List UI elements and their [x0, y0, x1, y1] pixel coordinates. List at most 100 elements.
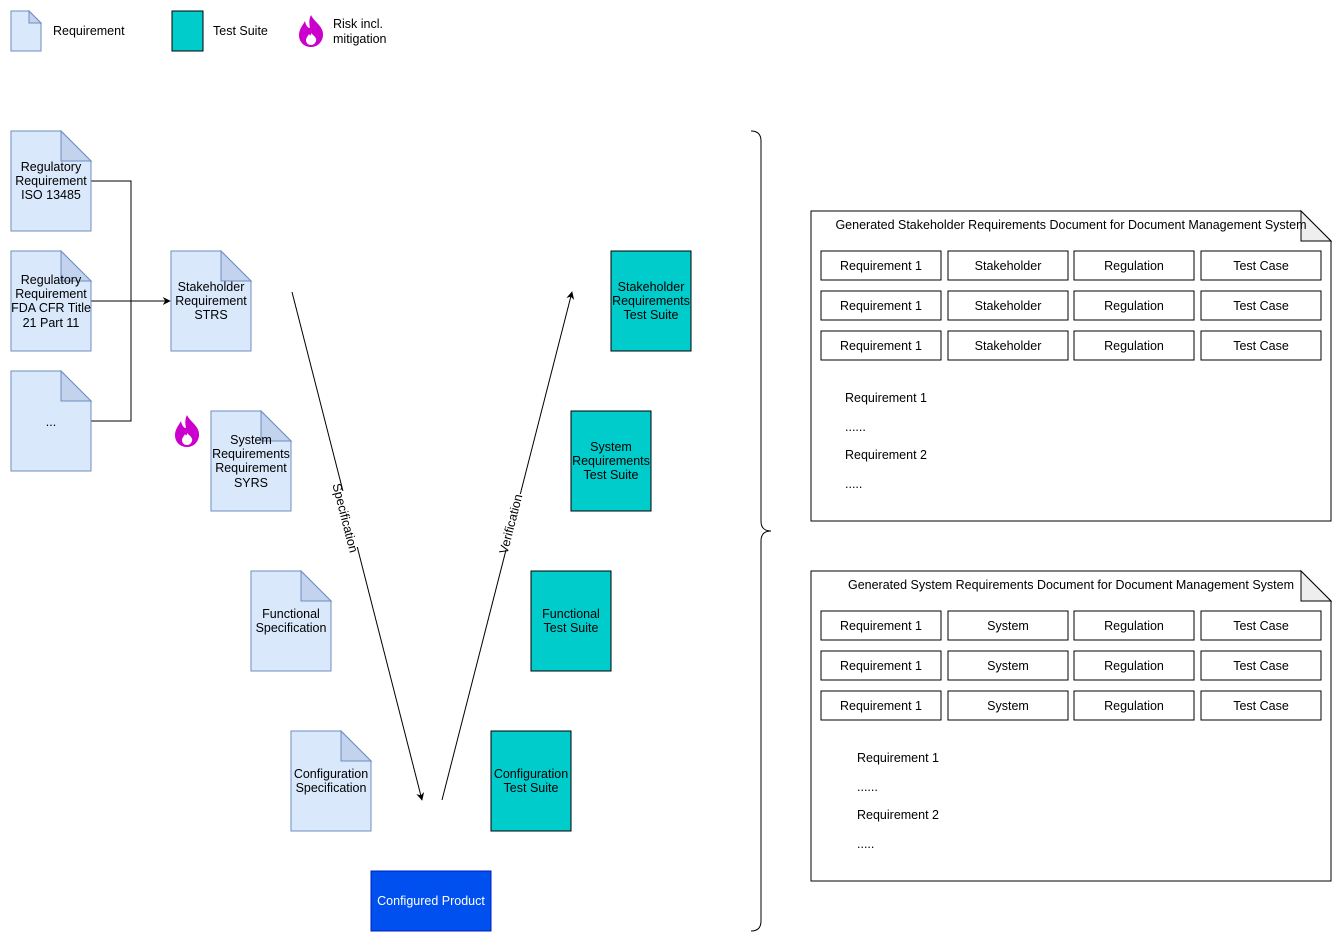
table-cell-text: Regulation: [1104, 339, 1164, 353]
input-connectors: [91, 180, 171, 422]
spec-label-line: Requirement: [215, 461, 287, 475]
table-cell-text: Requirement 1: [840, 619, 922, 633]
test-suite-label-line: Configuration: [494, 767, 568, 781]
table-cell: [820, 610, 942, 641]
table-cell-text: Regulation: [1104, 619, 1164, 633]
legend-test-suite: Test Suite: [171, 10, 268, 52]
table-cell: [820, 330, 942, 361]
input-requirement-iso-13485: Regulatory Requirement ISO 13485: [10, 129, 93, 232]
test-suite-label-line: Test Suite: [624, 308, 679, 322]
curly-brace: [750, 130, 772, 932]
table-cell: [1200, 610, 1322, 641]
input-label-line: ISO 13485: [21, 188, 81, 202]
table-cell-text: Test Case: [1233, 659, 1289, 673]
input-label-line: Requirement: [15, 287, 87, 301]
table-cell: [820, 250, 942, 281]
table-cell: [1073, 250, 1195, 281]
legend-test-suite-label: Test Suite: [213, 24, 268, 38]
table-cell: [820, 290, 942, 321]
table-cell: [1200, 290, 1322, 321]
table-cell-text: Test Case: [1233, 299, 1289, 313]
input-label-line: Regulatory: [21, 273, 82, 287]
table-cell-text: Test Case: [1233, 339, 1289, 353]
input-requirement-more: ...: [10, 369, 93, 472]
document-title: Generated System Requirements Document f…: [848, 578, 1294, 592]
spec-label-line: SYRS: [234, 476, 268, 490]
configured-product: Configured Product: [370, 870, 492, 932]
table-cell-text: Stakeholder: [975, 259, 1042, 273]
table-cell: [947, 250, 1069, 281]
test-suite-label-line: Test Suite: [544, 621, 599, 635]
test-suite-label-line: Functional: [542, 607, 600, 621]
table-cell: [947, 330, 1069, 361]
document-note: Requirement 1: [857, 751, 939, 765]
table-cell-text: Test Case: [1233, 699, 1289, 713]
table-cell-text: System: [987, 659, 1029, 673]
table-cell-text: Regulation: [1104, 259, 1164, 273]
table-cell: [947, 610, 1069, 641]
flame-icon: [299, 15, 324, 47]
table-cell: [947, 690, 1069, 721]
test-suite-label-line: Stakeholder: [618, 280, 685, 294]
legend: Requirement Test Suite Risk incl. mitiga…: [10, 9, 387, 52]
table-cell-text: Regulation: [1104, 699, 1164, 713]
table-cell: [1200, 330, 1322, 361]
risk-flame-icon: [175, 415, 200, 447]
legend-requirement-icon: [10, 10, 42, 52]
test-suite-label-line: Requirements: [612, 294, 690, 308]
spec-system-requirements: System Requirements Requirement SYRS: [210, 409, 293, 512]
test-suite-label-line: Test Suite: [504, 781, 559, 795]
legend-requirement-fold: [28, 9, 43, 24]
table-cell: [1200, 650, 1322, 681]
table-cell-text: Test Case: [1233, 259, 1289, 273]
spec-label-line: Stakeholder: [178, 280, 245, 294]
input-label-line: ...: [46, 415, 56, 429]
table-cell: [1200, 250, 1322, 281]
table-cell-text: Test Case: [1233, 619, 1289, 633]
input-requirement-fda-cfr: Regulatory Requirement FDA CFR Title 21 …: [10, 249, 93, 352]
spec-label-line: Specification: [296, 781, 367, 795]
spec-configuration-specification: Configuration Specification: [290, 729, 373, 832]
input-label-line: Regulatory: [21, 160, 82, 174]
table-cell: [1073, 290, 1195, 321]
table-cell-text: System: [987, 699, 1029, 713]
test-suite-system: System Requirements Test Suite: [570, 410, 652, 512]
spec-label-line: Configuration: [294, 767, 368, 781]
input-requirements: Regulatory Requirement ISO 13485 Regulat…: [10, 129, 93, 472]
input-label-line: FDA CFR Title: [11, 301, 91, 315]
legend-test-suite-icon: [171, 10, 204, 52]
legend-requirement-label: Requirement: [53, 24, 125, 38]
spec-label-line: Requirements: [212, 447, 290, 461]
table-cell: [947, 290, 1069, 321]
spec-label-line: STRS: [194, 308, 227, 322]
spec-label-line: System: [230, 433, 272, 447]
table-cell-text: Stakeholder: [975, 299, 1042, 313]
document-note: Requirement 2: [857, 808, 939, 822]
spec-label-line: Requirement: [175, 294, 247, 308]
table-cell-text: Requirement 1: [840, 259, 922, 273]
input-label-line: Requirement: [15, 174, 87, 188]
document-note: ......: [845, 420, 866, 434]
input-label-line: 21 Part 11: [23, 316, 80, 330]
v-arrows: Specification Verification: [291, 291, 575, 801]
document-note: Requirement 2: [845, 448, 927, 462]
document-note: Requirement 1: [845, 391, 927, 405]
spec-functional-specification: Functional Specification: [250, 569, 333, 672]
table-cell-text: Regulation: [1104, 299, 1164, 313]
test-suites: Stakeholder Requirements Test Suite Syst…: [490, 250, 692, 832]
table-cell-text: Stakeholder: [975, 339, 1042, 353]
table-cell-text: Requirement 1: [840, 699, 922, 713]
table-cell: [820, 690, 942, 721]
table-cell-text: Requirement 1: [840, 659, 922, 673]
table-cell-text: Requirement 1: [840, 339, 922, 353]
test-suite-label-line: System: [590, 440, 632, 454]
spec-stakeholder-requirement: Stakeholder Requirement STRS: [170, 249, 253, 352]
table-cell: [1073, 690, 1195, 721]
spec-label-line: Functional: [262, 607, 320, 621]
legend-risk-label-line-2: mitigation: [333, 32, 387, 46]
configured-product-label: Configured Product: [377, 894, 485, 908]
table-cell: [1200, 690, 1322, 721]
document-note: ......: [857, 780, 878, 794]
